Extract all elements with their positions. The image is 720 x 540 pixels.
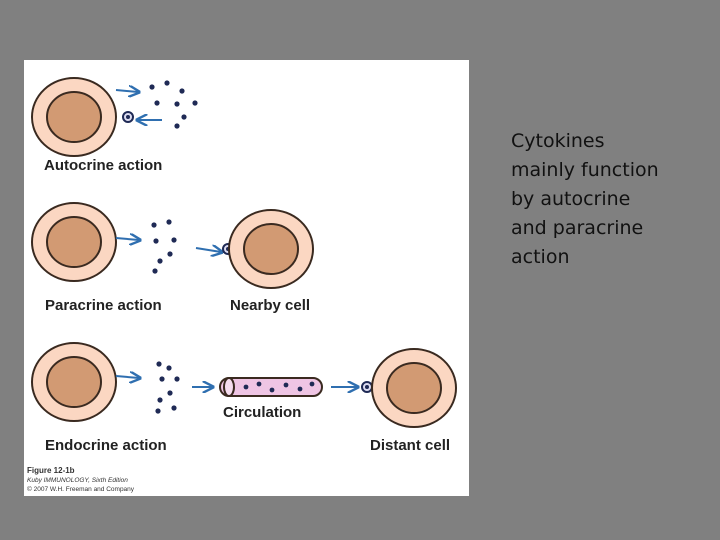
cytokine-action-figure: Autocrine action Paracrine action Nearby…: [24, 60, 469, 496]
distant-cell: [371, 348, 457, 428]
endocrine-source-cell: [31, 342, 117, 422]
distant-cell-label: Distant cell: [370, 437, 451, 454]
paracrine-label: Paracrine action: [45, 297, 162, 314]
slide-text-line: action: [511, 246, 570, 268]
receptor-icon: [122, 111, 134, 123]
paracrine-source-cell: [31, 202, 117, 282]
nearby-cell-label: Nearby cell: [230, 297, 311, 314]
copyright-line: © 2007 W.H. Freeman and Company: [27, 486, 135, 493]
circulation-label: Circulation: [223, 404, 302, 421]
slide-text-line: and paracrine: [511, 217, 644, 239]
cytokine-dots: [151, 219, 177, 274]
autocrine-label: Autocrine action: [44, 157, 163, 174]
book-citation: Kuby IMMUNOLOGY, Sixth Edition: [27, 477, 128, 484]
slide-body-text: Cytokines mainly function by autocrine a…: [511, 127, 711, 272]
slide-text-line: by autocrine: [511, 188, 631, 210]
cytokine-dots: [155, 361, 180, 414]
slide-text-line: Cytokines: [511, 130, 605, 152]
nearby-cell: [228, 209, 314, 289]
circulation-vessel: [219, 377, 323, 397]
figure-graphics: [31, 77, 457, 428]
receptor-icon: [361, 381, 373, 393]
autocrine-cell: [31, 77, 117, 157]
endocrine-secretion-arrow: [115, 376, 139, 378]
cytokine-dots: [149, 80, 198, 129]
secretion-arrow: [115, 90, 138, 92]
endocrine-label: Endocrine action: [45, 437, 167, 454]
figure-number: Figure 12-1b: [27, 466, 75, 475]
paracrine-transport-arrow: [195, 248, 221, 252]
slide-text-line: mainly function: [511, 159, 659, 181]
paracrine-secretion-arrow: [115, 238, 139, 240]
